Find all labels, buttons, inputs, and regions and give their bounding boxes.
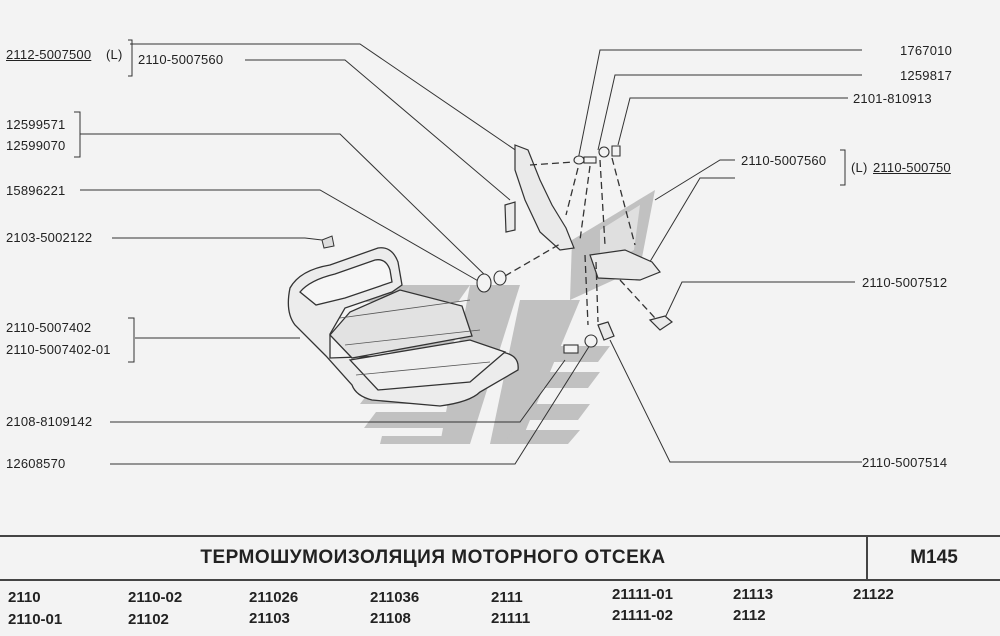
clip-part bbox=[321, 235, 335, 249]
page-code: M145 bbox=[910, 547, 958, 568]
model-code: 2111 bbox=[491, 589, 523, 606]
callout-left-insulation: 2110-5007402 bbox=[6, 320, 92, 335]
model-code: 2110-01 bbox=[8, 611, 63, 628]
callout-left-bolt: 2108-8109142 bbox=[6, 414, 93, 429]
exploded-view-drawing bbox=[74, 39, 862, 465]
callout-left-nut-b: 12599070 bbox=[6, 138, 66, 153]
insulation-panel bbox=[287, 247, 519, 407]
callout-right-side-marker: (L) bbox=[851, 160, 868, 175]
callout-right-plate: 2110-5007512 bbox=[862, 275, 948, 290]
callout-brackets bbox=[74, 39, 846, 363]
callout-right-support: 2110-5007514 bbox=[862, 455, 948, 470]
model-code: 211026 bbox=[249, 589, 299, 606]
model-code: 21103 bbox=[249, 610, 290, 627]
model-code: 2110-02 bbox=[128, 589, 183, 606]
parts-diagram bbox=[74, 39, 862, 465]
model-code: 2112 bbox=[733, 607, 766, 624]
callout-left-clip: 2103-5002122 bbox=[6, 230, 93, 245]
callout-right-nut: 2101-810913 bbox=[853, 91, 932, 106]
model-code: 21108 bbox=[370, 610, 411, 627]
callout-left-side-marker: (L) bbox=[106, 47, 123, 62]
model-code: 2110 bbox=[8, 589, 41, 606]
callout-right-bracket-alt: 2110-5007560 bbox=[741, 153, 827, 168]
callout-left-washer: 15896221 bbox=[6, 183, 66, 198]
title-bar: ТЕРМОШУМОИЗОЛЯЦИЯ МОТОРНОГО ОТСЕКА M145 bbox=[0, 535, 1000, 581]
model-code: 211036 bbox=[370, 589, 420, 606]
title-divider bbox=[866, 537, 868, 579]
model-code: 21102 bbox=[128, 611, 169, 628]
model-code: 21122 bbox=[853, 586, 894, 603]
callout-right-washer: 1259817 bbox=[900, 68, 953, 83]
model-code: 21113 bbox=[733, 586, 774, 603]
fasteners bbox=[476, 145, 621, 354]
callout-right-bracket-part: 2110-500750 bbox=[873, 160, 951, 175]
assembly-dashes bbox=[504, 157, 656, 326]
callout-left-nut-a: 12599571 bbox=[6, 117, 66, 132]
callout-left-panel-alt: 2110-5007560 bbox=[138, 52, 224, 67]
model-code: 21111-01 bbox=[612, 586, 673, 603]
callout-left-insulation-alt: 2110-5007402-01 bbox=[6, 342, 111, 357]
bracket-assembly bbox=[504, 144, 673, 341]
callout-left-screw: 12608570 bbox=[6, 456, 66, 471]
model-code: 21111-02 bbox=[612, 607, 673, 624]
callout-right-bolt: 1767010 bbox=[900, 43, 953, 58]
callout-left-panel-part: 2112-5007500 bbox=[6, 47, 92, 62]
model-code: 21111 bbox=[491, 610, 531, 627]
page-title: ТЕРМОШУМОИЗОЛЯЦИЯ МОТОРНОГО ОТСЕКА bbox=[200, 547, 666, 568]
leader-lines bbox=[80, 43, 862, 465]
